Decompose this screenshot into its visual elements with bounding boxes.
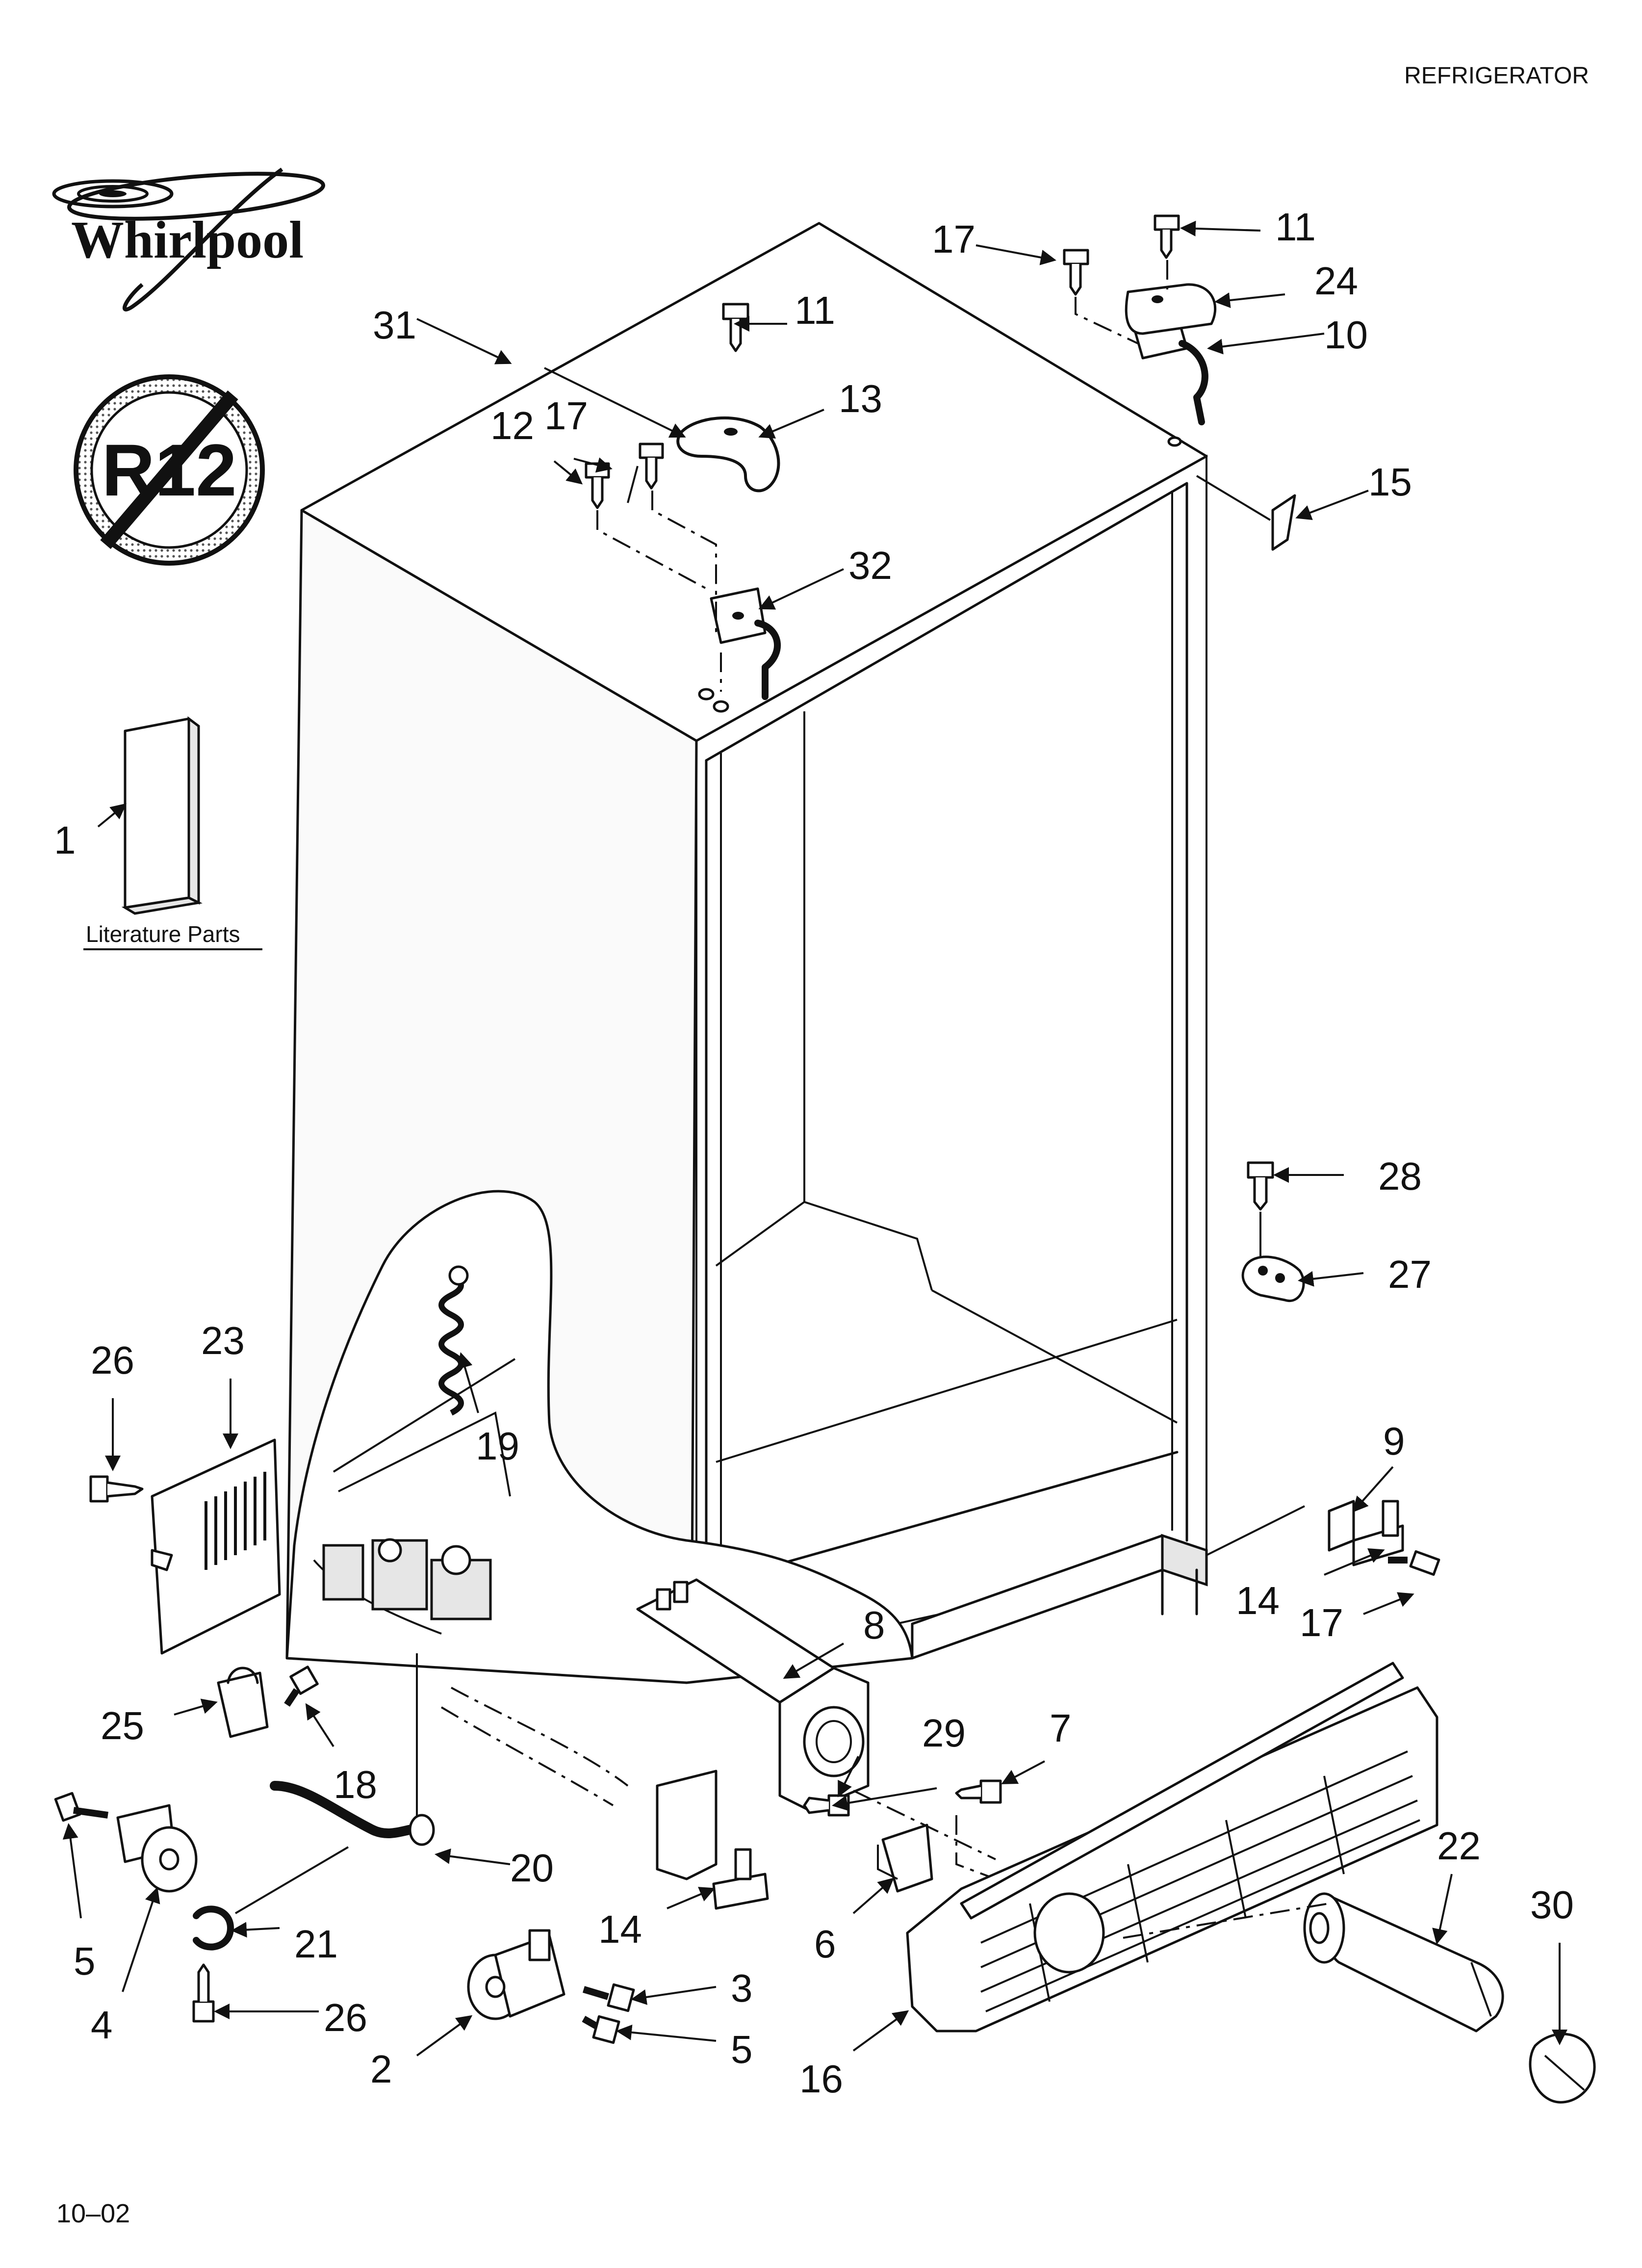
callout-1: 1 bbox=[54, 818, 76, 862]
callout-11-right: 11 bbox=[1275, 205, 1316, 249]
callout-numbers: 31 11 13 17 12 32 17 11 24 10 15 1 28 27… bbox=[54, 205, 1574, 2101]
roller-part-4 bbox=[116, 1804, 198, 1893]
callout-25: 25 bbox=[101, 1704, 144, 1747]
callout-24: 24 bbox=[1314, 259, 1358, 303]
bracket-part-27 bbox=[1241, 1255, 1305, 1303]
screw-26-left bbox=[89, 1475, 144, 1503]
bracket-part-9 bbox=[1328, 1500, 1404, 1566]
spring-part-19 bbox=[438, 1265, 469, 1416]
clip-part-21 bbox=[193, 1846, 349, 1951]
callout-32: 32 bbox=[848, 544, 892, 587]
callout-21: 21 bbox=[294, 1922, 338, 1966]
screw-5-left bbox=[54, 1792, 108, 1822]
top-hinge-left bbox=[698, 587, 781, 713]
machine-compartment-cutaway bbox=[285, 1190, 914, 1880]
screw-11-top-right bbox=[1154, 214, 1180, 259]
literature-booklet: Literature Parts bbox=[83, 716, 262, 950]
callout-9: 9 bbox=[1383, 1419, 1405, 1463]
screw-17-top-left bbox=[639, 443, 664, 490]
callout-2: 2 bbox=[370, 2047, 392, 2091]
bracket-part-14-bottom bbox=[712, 1848, 769, 1910]
callout-26-left: 26 bbox=[91, 1338, 134, 1382]
callout-5-left: 5 bbox=[74, 1939, 96, 1983]
callout-31: 31 bbox=[373, 303, 416, 347]
callout-23: 23 bbox=[201, 1319, 245, 1362]
screw-3 bbox=[582, 1983, 635, 2012]
callout-5-bottom: 5 bbox=[731, 2028, 753, 2071]
screw-26-bottom bbox=[192, 1963, 215, 2023]
whirlpool-logo: Whirlpool bbox=[52, 167, 326, 312]
clip-part-15 bbox=[1271, 494, 1296, 551]
callout-11-center: 11 bbox=[795, 288, 835, 332]
side-panel-part-23 bbox=[151, 1438, 281, 1655]
hinge-cap-24 bbox=[1125, 283, 1217, 335]
callout-29: 29 bbox=[922, 1711, 966, 1755]
callout-12: 12 bbox=[490, 404, 534, 447]
roller-bracket-part-2 bbox=[467, 1929, 565, 2020]
callout-16: 16 bbox=[799, 2057, 843, 2101]
callout-6: 6 bbox=[814, 1922, 836, 1966]
whirlpool-wordmark: Whirlpool bbox=[71, 211, 304, 269]
callout-3: 3 bbox=[731, 1966, 753, 2010]
callout-30: 30 bbox=[1530, 1883, 1574, 1927]
screw-7 bbox=[955, 1779, 1002, 1804]
tube-part-20 bbox=[270, 1653, 435, 1846]
clamp-part-25 bbox=[217, 1667, 269, 1738]
callout-19: 19 bbox=[476, 1424, 519, 1468]
screw-17-right bbox=[1388, 1550, 1440, 1576]
callout-leaders bbox=[62, 220, 1567, 2057]
callout-15: 15 bbox=[1368, 460, 1412, 504]
date-code: 10–02 bbox=[56, 2199, 130, 2228]
product-title: REFRIGERATOR bbox=[1404, 63, 1589, 89]
no-r12-badge: R12 bbox=[74, 374, 265, 566]
toe-grille-part-16 bbox=[906, 1662, 1438, 2033]
screw-28 bbox=[1247, 1161, 1274, 1266]
callout-27: 27 bbox=[1388, 1252, 1432, 1296]
callout-17-center: 17 bbox=[544, 394, 588, 438]
callout-20: 20 bbox=[510, 1846, 554, 1890]
literature-parts-label: Literature Parts bbox=[86, 921, 240, 947]
screw-12-top-left bbox=[585, 462, 610, 509]
filter-cap-part-30 bbox=[1529, 2033, 1596, 2104]
callout-7: 7 bbox=[1050, 1706, 1072, 1750]
callout-8: 8 bbox=[863, 1603, 885, 1647]
callout-17-right: 17 bbox=[1300, 1601, 1343, 1644]
callout-26-bottom: 26 bbox=[324, 1996, 367, 2039]
screw-5-bottom bbox=[582, 2015, 620, 2044]
water-filter-part-22 bbox=[1303, 1892, 1504, 2033]
callout-14-right: 14 bbox=[1236, 1579, 1280, 1622]
callout-14-bottom: 14 bbox=[598, 1907, 642, 1951]
callout-28: 28 bbox=[1378, 1154, 1422, 1198]
callout-13: 13 bbox=[839, 377, 882, 420]
hinge-cap-13 bbox=[676, 416, 780, 493]
screw-17-top-right bbox=[1063, 249, 1089, 296]
callout-4: 4 bbox=[91, 2003, 113, 2047]
callout-17-top-right: 17 bbox=[932, 217, 975, 261]
callout-18: 18 bbox=[334, 1763, 377, 1806]
screw-18 bbox=[284, 1666, 319, 1707]
callout-22: 22 bbox=[1437, 1824, 1481, 1868]
clip-part-6 bbox=[877, 1824, 933, 1893]
callout-10: 10 bbox=[1324, 313, 1368, 357]
